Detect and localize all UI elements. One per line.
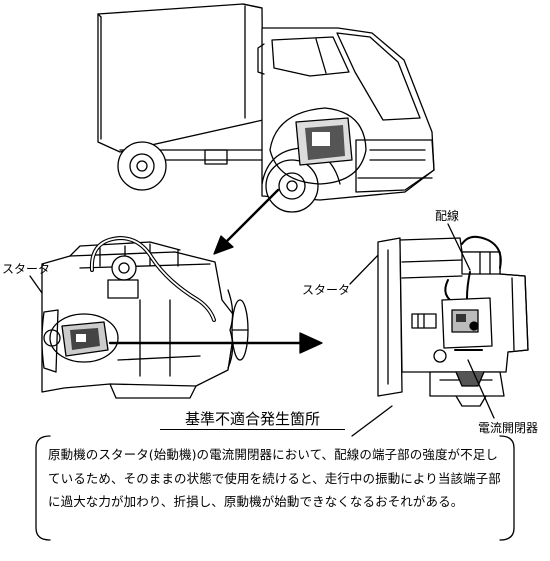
defect-description: 原動機のスタータ(始動機)の電流開閉器において、配線の端子部の強度が不足している… (48, 447, 501, 509)
starter-drawing (349, 223, 529, 419)
current-switch-label: 電流開閉器 (478, 421, 539, 435)
arrow-truck-to-engine (225, 188, 280, 243)
note-bracket-left (35, 435, 51, 541)
starter-label-left: スタータ (2, 262, 51, 276)
truck-drawing (97, 3, 435, 213)
engine-drawing (29, 236, 249, 399)
wiring-label: 配線 (435, 209, 460, 223)
note-bracket-right (499, 435, 515, 541)
defect-location-heading: 基準不適合発生箇所 (160, 410, 345, 430)
heading-leader-line (351, 405, 393, 437)
starter-label-right: スタータ (302, 283, 351, 297)
